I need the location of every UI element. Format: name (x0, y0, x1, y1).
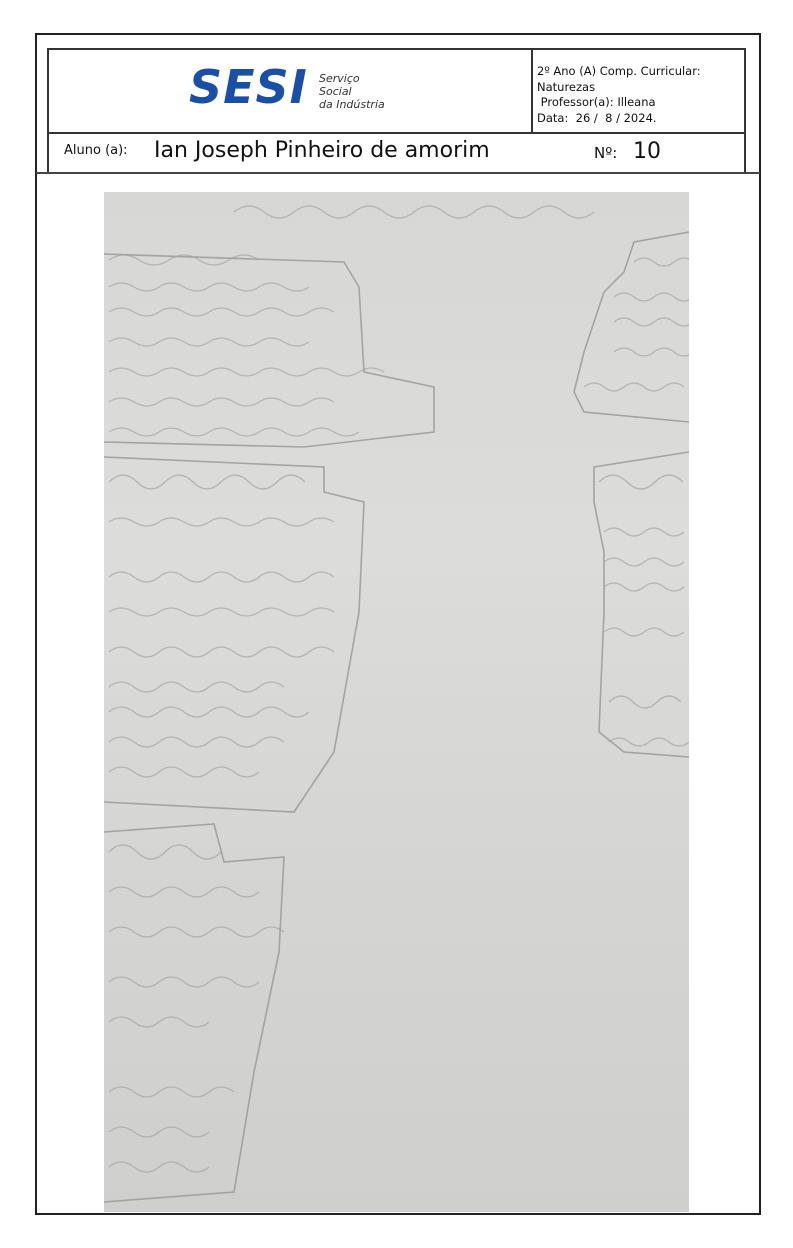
document-header: SESI Serviço Social da Indústria 2º Ano … (47, 48, 746, 174)
logo-cell: SESI Serviço Social da Indústria (49, 50, 533, 132)
number-label: Nº: (594, 144, 618, 162)
student-row: Aluno (a): Ian Joseph Pinheiro de amorim… (47, 134, 746, 174)
sesi-logo: SESI (189, 60, 308, 114)
header-divider (36, 172, 760, 174)
class-info-line: Naturezas (537, 79, 596, 94)
student-name: Ian Joseph Pinheiro de amorim (154, 138, 490, 163)
page-border (35, 33, 761, 1215)
header-box: SESI Serviço Social da Indústria 2º Ano … (47, 48, 746, 134)
class-info-line: Professor(a): Illeana (537, 95, 656, 110)
class-info-line: 2º Ano (A) Comp. Curricular: (537, 64, 701, 78)
number-value: 10 (633, 139, 661, 164)
handwriting-sketch (104, 205, 689, 1203)
student-label: Aluno (a): (64, 143, 128, 158)
sesi-logo-subtitle: Serviço Social da Indústria (319, 72, 385, 112)
class-info-line: Data: 26 / 8 / 2024. (537, 110, 657, 125)
handwritten-photo (104, 192, 689, 1212)
class-info: 2º Ano (A) Comp. Curricular: Naturezas P… (537, 64, 742, 126)
